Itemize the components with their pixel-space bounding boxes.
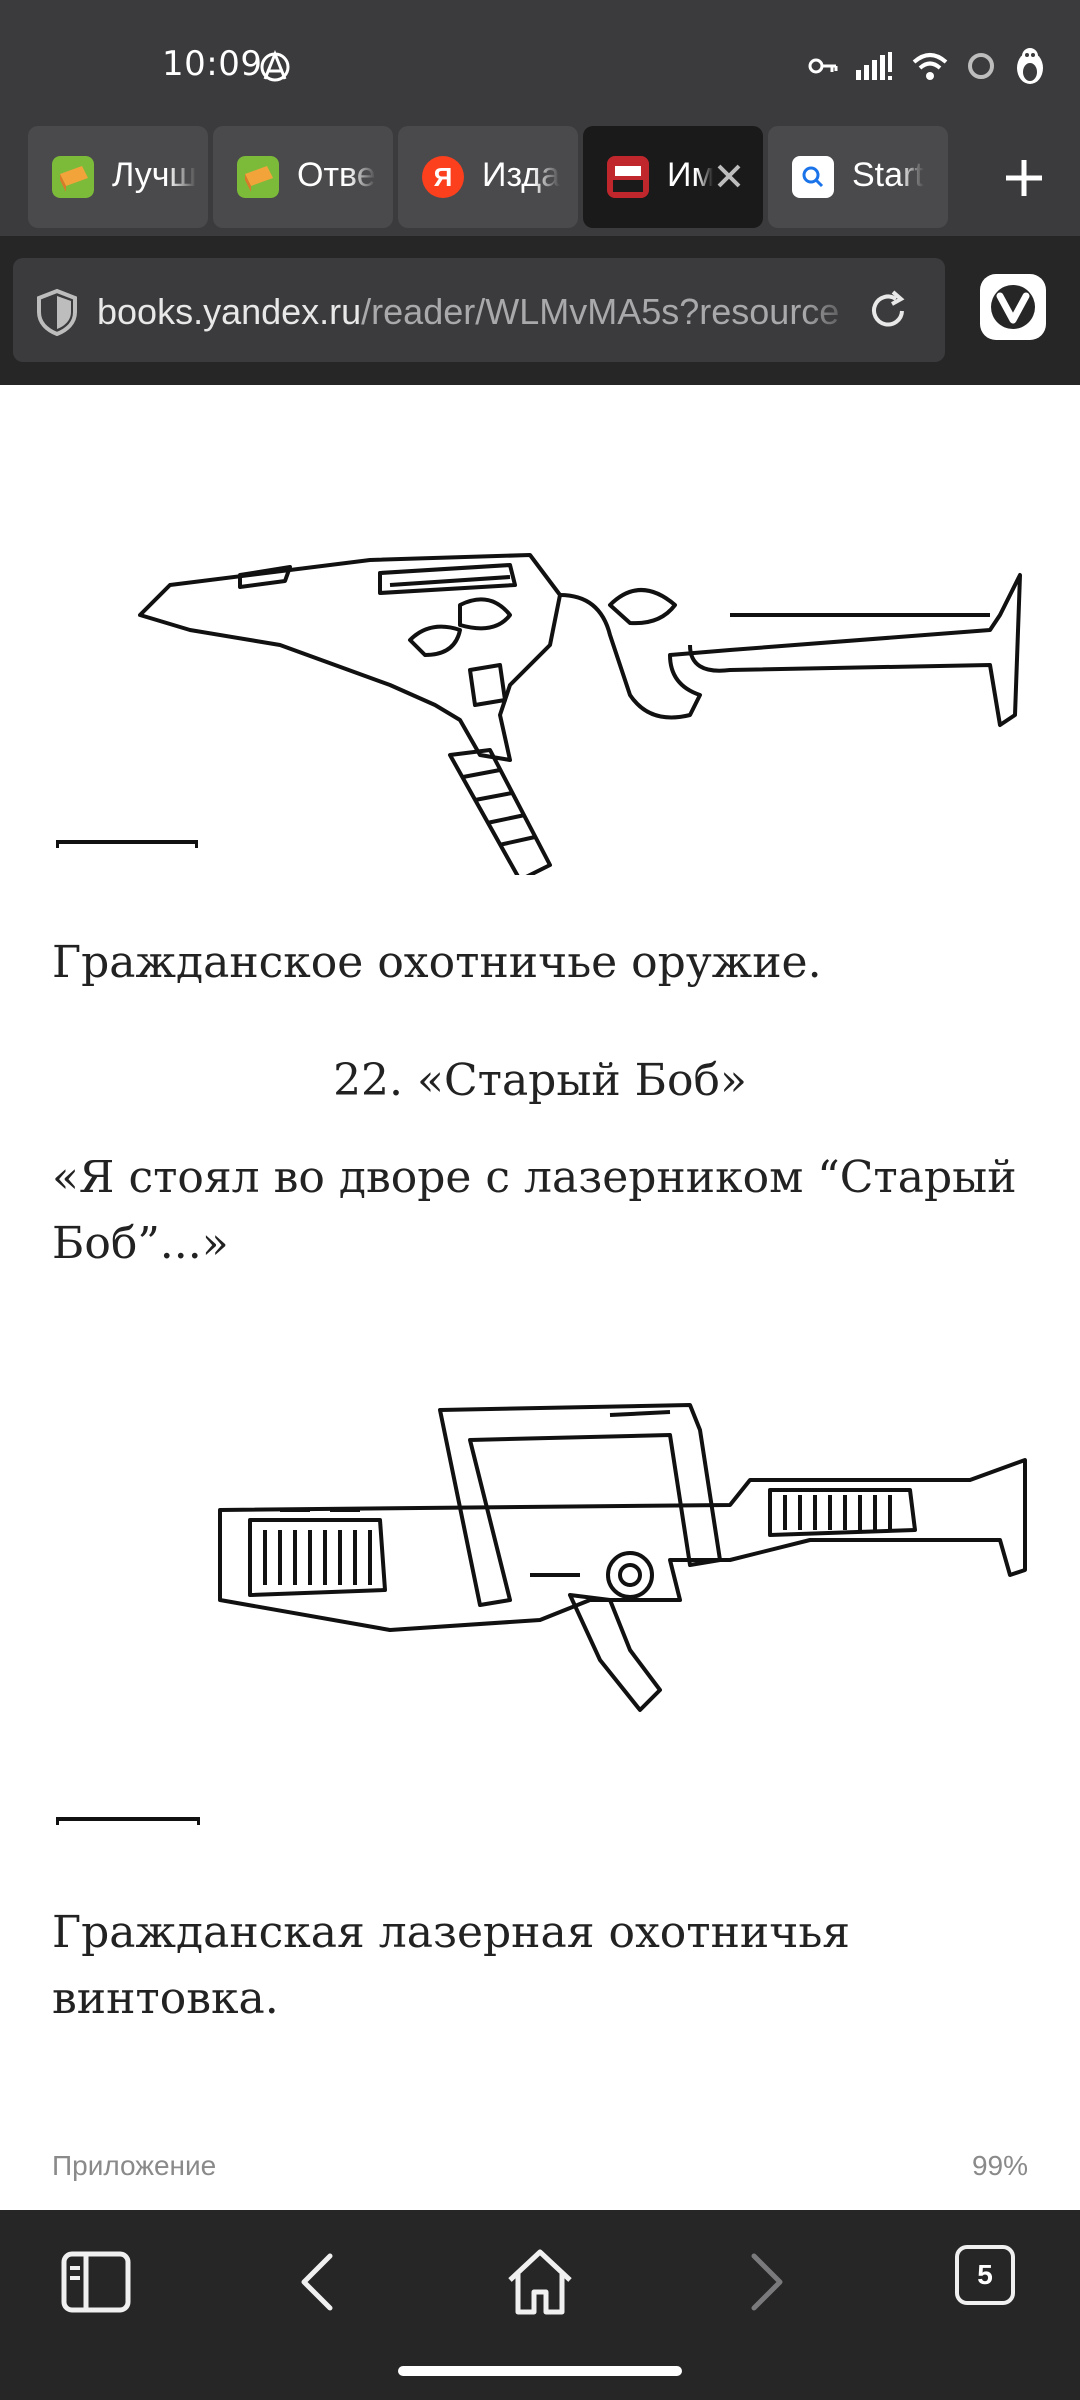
caption-1: Гражданское охотничье оружие. [52,937,822,988]
tab-label: Им [667,156,715,194]
url-path: /reader/WLMvMA5s?resource [361,291,840,332]
new-tab-button[interactable] [994,148,1054,208]
tab-count-button[interactable]: 5 [955,2245,1015,2305]
reload-icon[interactable] [865,288,911,334]
tab-label: Лучш [112,156,197,194]
url-field[interactable]: books.yandex.ru/reader/WLMvMA5s?resource [13,258,945,362]
tab-5[interactable]: Start [768,126,948,228]
tab-1[interactable]: Лучш [28,126,208,228]
tab-4-active[interactable]: Им [583,126,763,228]
scale-bar [56,840,198,848]
tab-label: Start [852,156,924,194]
scale-bar [56,1817,200,1825]
section-name: Приложение [52,2150,217,2181]
wifi-icon [912,53,948,80]
anarchy-icon [260,50,290,82]
caption-2: Гражданская лазерная охотничья винтовка. [52,1907,851,2024]
forward-icon[interactable] [724,2242,804,2322]
tab-2[interactable]: Отве [213,126,393,228]
tab-label: Изда [482,156,561,194]
loading-icon [968,53,994,79]
quote-text: «Я стоял во дворе с лазерником “Старый Б… [52,1152,1017,1269]
search-favicon [792,156,834,198]
panel-icon[interactable] [56,2242,136,2322]
vivaldi-menu-icon[interactable] [980,274,1046,340]
hunting-gun-illustration [138,553,1022,875]
close-tab-icon[interactable] [709,156,749,196]
home-icon[interactable] [500,2242,580,2322]
tab-3[interactable]: Я Изда [398,126,578,228]
book-favicon [237,156,279,198]
home-indicator[interactable] [398,2366,682,2376]
back-icon[interactable] [280,2242,360,2322]
reader-page[interactable]: Гражданское охотничье оружие. 22. «Стары… [0,385,1080,2210]
key-icon [808,58,838,74]
status-time: 10:09 [162,44,263,84]
shield-icon[interactable] [35,288,79,336]
svg-text:Я: Я [434,162,453,192]
signal-icon [856,52,892,80]
reader-footer: Приложение 99% [52,2150,1028,2190]
book-favicon [52,156,94,198]
tab-label: Отве [297,156,376,194]
reader-favicon [607,156,649,198]
reading-progress: 99% [971,2150,1028,2181]
url-text: books.yandex.ru/reader/WLMvMA5s?resource [97,291,857,333]
yandex-favicon: Я [422,156,464,198]
address-bar-area: books.yandex.ru/reader/WLMvMA5s?resource [0,236,1080,385]
tab-strip: Лучш Отве Я Изда Им Start [0,126,1080,228]
laser-rifle-illustration [218,1403,1027,1712]
penguin-icon [1017,48,1043,84]
url-domain: books.yandex.ru [97,291,362,332]
section-heading: 22. «Старый Боб» [333,1055,747,1106]
status-bar: 10:09 [0,0,1080,120]
